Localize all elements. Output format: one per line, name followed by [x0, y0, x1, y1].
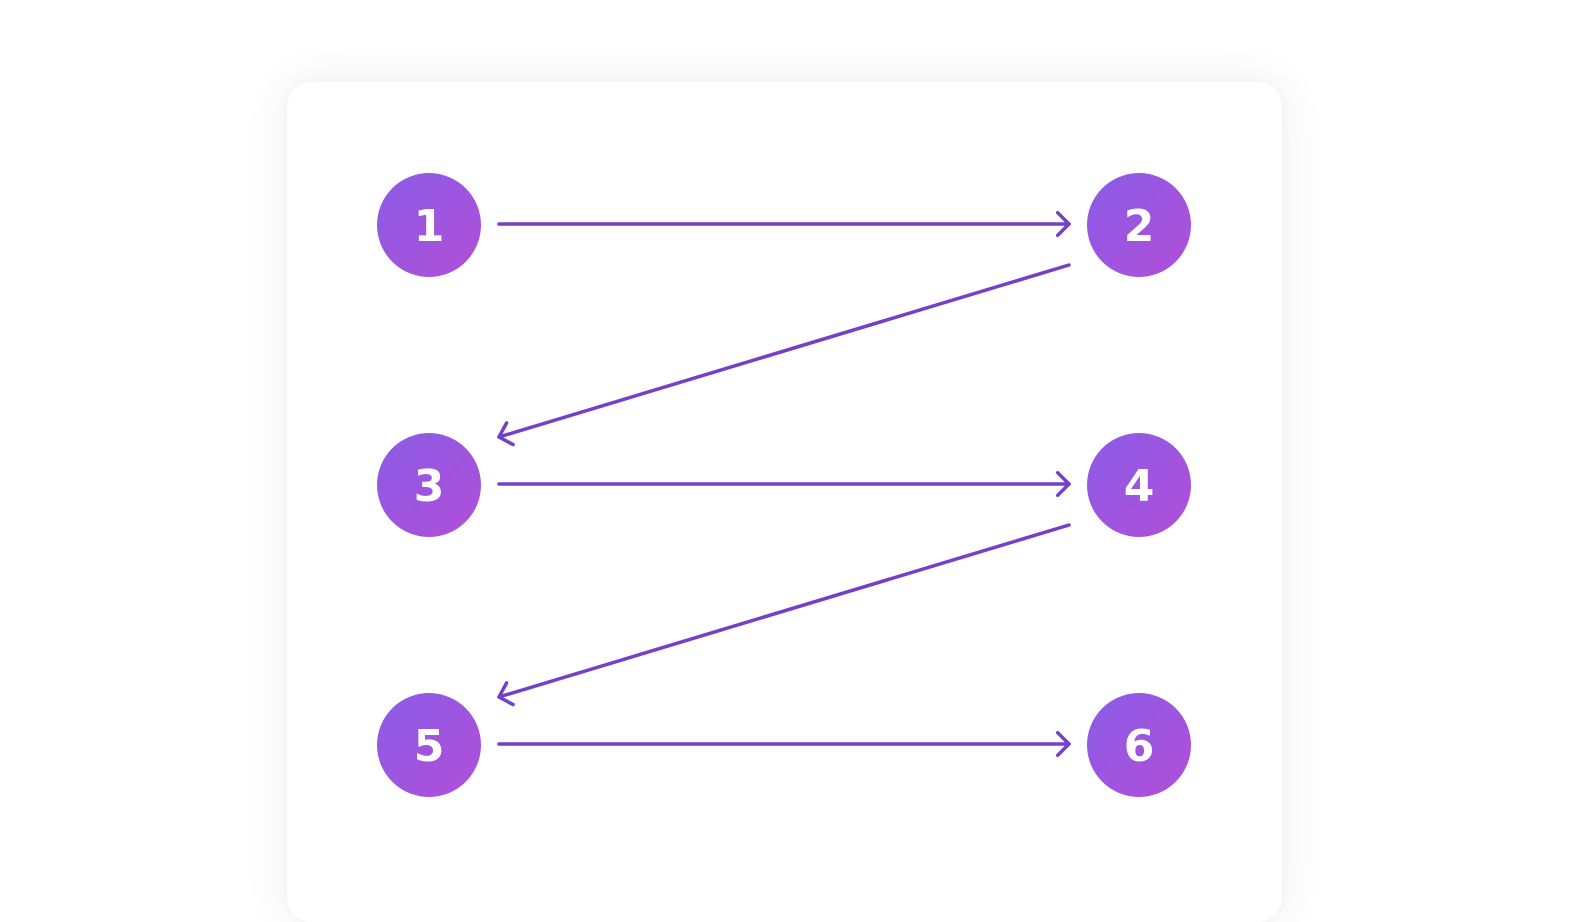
- arrowhead-icon-3: [1055, 470, 1071, 498]
- arrow-line-2: [497, 263, 1071, 439]
- step-number: 4: [1123, 461, 1155, 512]
- step-node-6: 6: [1087, 693, 1191, 797]
- arrowhead-icon-1: [1055, 210, 1071, 238]
- step-node-3: 3: [377, 433, 481, 537]
- arrowhead-icon-2: [497, 421, 515, 447]
- step-node-2: 2: [1087, 173, 1191, 277]
- step-number: 6: [1123, 721, 1155, 772]
- step-node-5: 5: [377, 693, 481, 797]
- step-number: 2: [1123, 201, 1155, 252]
- step-number: 1: [413, 201, 445, 252]
- arrowhead-icon-4: [497, 681, 515, 707]
- step-node-4: 4: [1087, 433, 1191, 537]
- flow-diagram: [497, 210, 1071, 758]
- step-node-1: 1: [377, 173, 481, 277]
- arrowhead-icon-5: [1055, 730, 1071, 758]
- step-number: 3: [413, 461, 445, 512]
- arrow-line-4: [497, 523, 1071, 699]
- step-number: 5: [413, 721, 445, 772]
